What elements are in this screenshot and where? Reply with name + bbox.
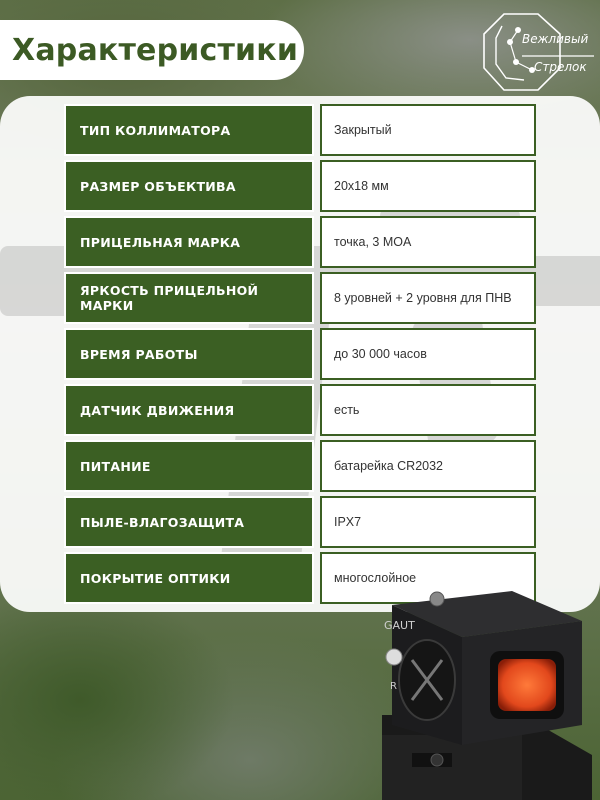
engraving-text: GAUT	[384, 619, 415, 632]
engraving-mark: R	[390, 681, 397, 692]
spec-value: 8 уровней + 2 уровня для ПНВ	[320, 272, 536, 324]
table-row: Датчик движения есть	[64, 384, 536, 436]
brand-name-line2: Стрелок	[534, 60, 587, 74]
spec-label: Покрытие оптики	[64, 552, 314, 604]
brand-name-line1: Вежливый	[522, 32, 589, 46]
spec-value: батарейка CR2032	[320, 440, 536, 492]
spec-value: 20х18 мм	[320, 160, 536, 212]
spec-table: Тип коллиматора Закрытый Размер объектив…	[64, 104, 536, 608]
spec-value: IPX7	[320, 496, 536, 548]
page-title: Характеристики	[12, 32, 299, 68]
spec-value: Закрытый	[320, 104, 536, 156]
spec-label: Время работы	[64, 328, 314, 380]
table-row: Яркость прицельной марки 8 уровней + 2 у…	[64, 272, 536, 324]
table-row: Покрытие оптики многослойное	[64, 552, 536, 604]
spec-label: Пыле-влагозащита	[64, 496, 314, 548]
spec-value: до 30 000 часов	[320, 328, 536, 380]
table-row: Тип коллиматора Закрытый	[64, 104, 536, 156]
red-dot-sight-image: GAUT R	[382, 591, 592, 800]
spec-value: точка, 3 MOA	[320, 216, 536, 268]
table-row: Время работы до 30 000 часов	[64, 328, 536, 380]
title-banner: Характеристики	[0, 20, 304, 80]
spec-label: Прицельная марка	[64, 216, 314, 268]
spec-label: Датчик движения	[64, 384, 314, 436]
table-row: Питание батарейка CR2032	[64, 440, 536, 492]
target-octagon-icon	[483, 13, 594, 91]
spec-value: есть	[320, 384, 536, 436]
spec-label: Яркость прицельной марки	[64, 272, 314, 324]
spec-label: Тип коллиматора	[64, 104, 314, 156]
table-row: Размер объектива 20х18 мм	[64, 160, 536, 212]
table-row: Прицельная марка точка, 3 MOA	[64, 216, 536, 268]
brand-logo: Вежливый Стрелок	[476, 8, 596, 98]
spec-label: Размер объектива	[64, 160, 314, 212]
table-row: Пыле-влагозащита IPX7	[64, 496, 536, 548]
spec-label: Питание	[64, 440, 314, 492]
